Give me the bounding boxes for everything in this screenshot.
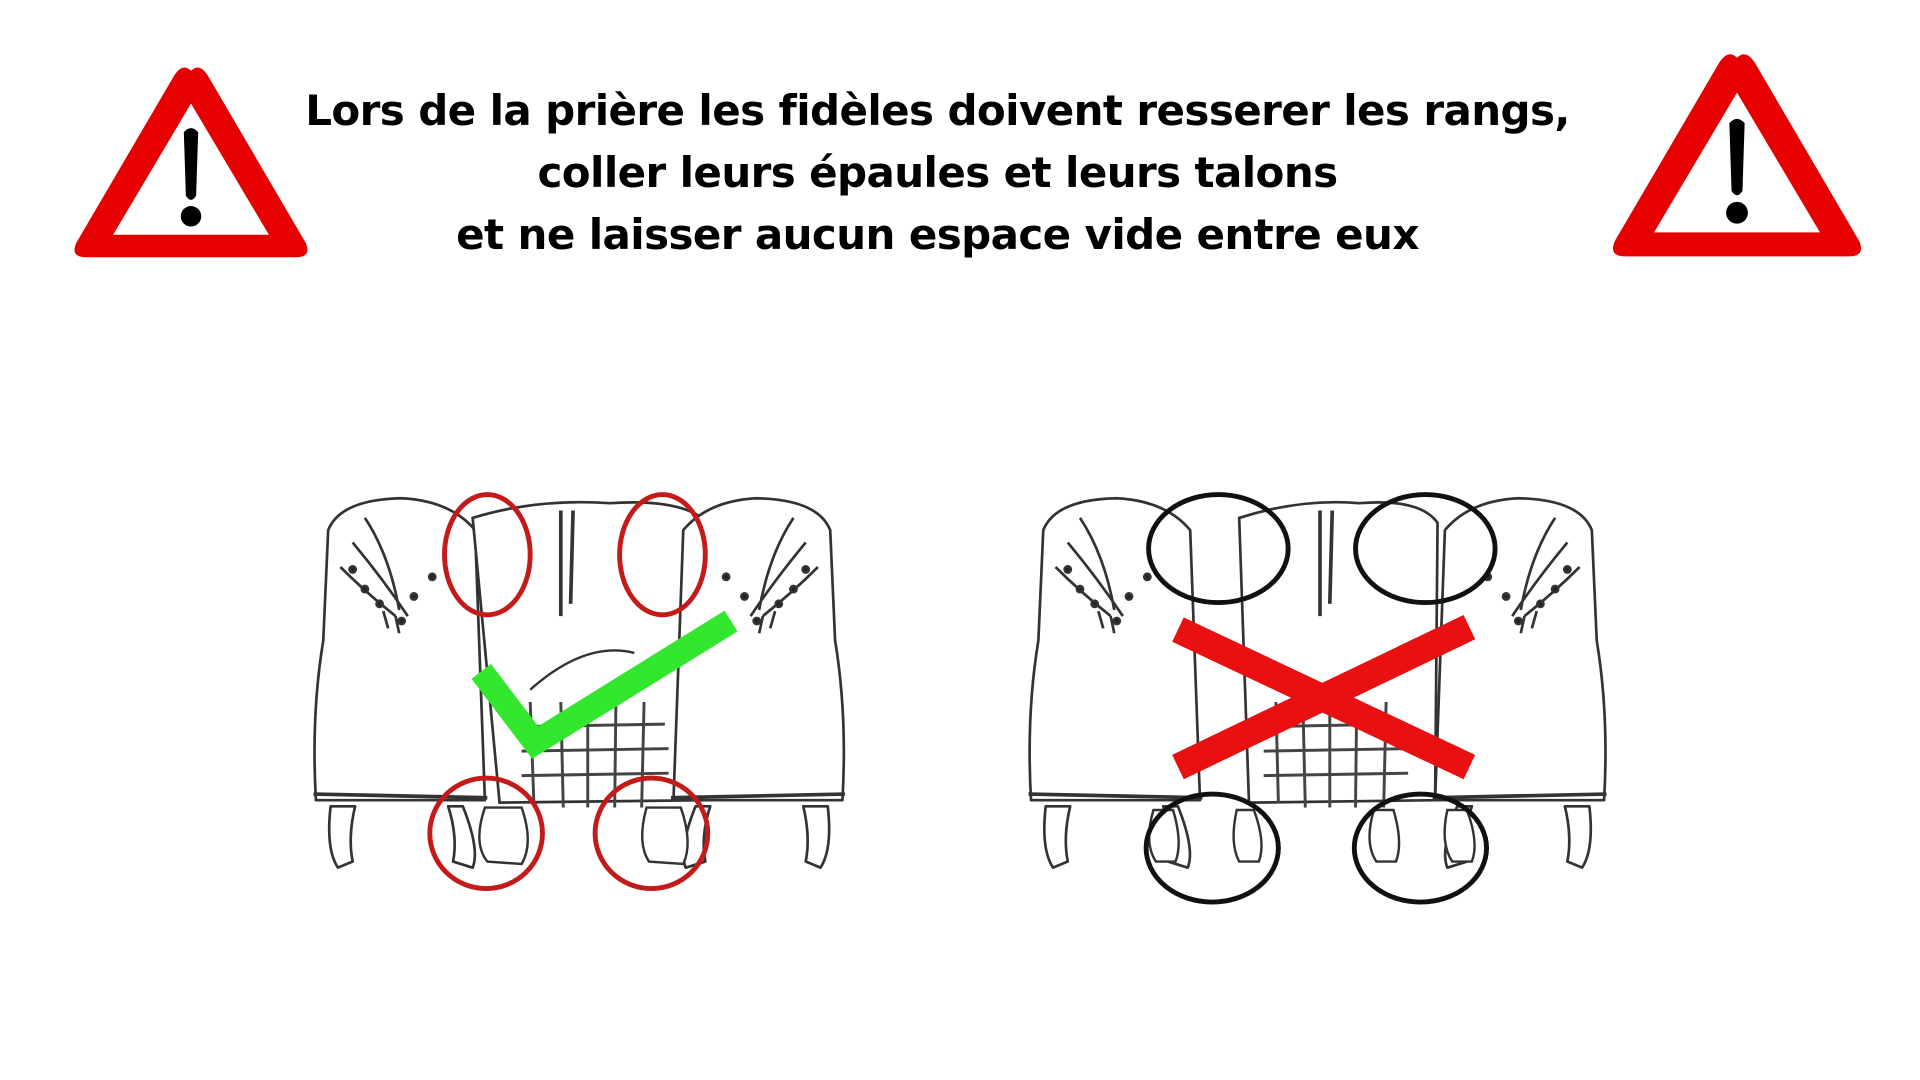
headline: Lors de la prière les fidèles doivent re…: [300, 80, 1575, 266]
gap-circles: [1143, 492, 1498, 905]
warning-triangle-icon: [74, 67, 308, 258]
checkmark-icon: [471, 610, 738, 759]
cross-icon: [1172, 614, 1476, 780]
headline-line-1: Lors de la prière les fidèles doivent re…: [305, 86, 1570, 135]
headline-line-3: et ne laisser aucun espace vide entre eu…: [456, 210, 1419, 259]
warning-triangle-icon: [1612, 54, 1862, 257]
correct-panel: [311, 492, 847, 891]
headline-line-2: coller leurs épaules et leurs talons: [537, 148, 1338, 197]
incorrect-panel: [1026, 492, 1609, 905]
contact-circles: [427, 492, 711, 891]
warning-triangle-right: [1606, 45, 1868, 267]
warning-triangle-left: [68, 60, 314, 266]
